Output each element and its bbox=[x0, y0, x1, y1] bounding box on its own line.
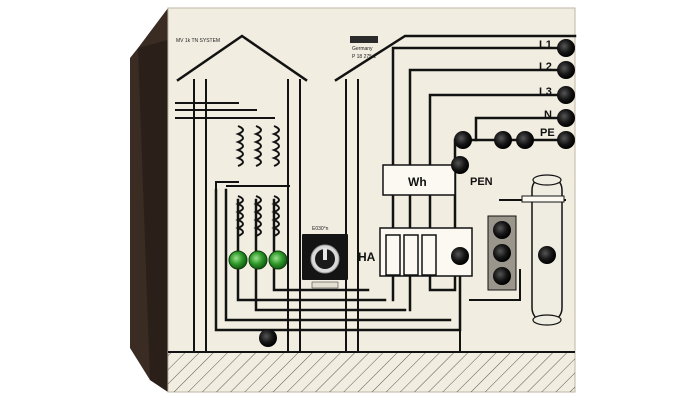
rotary-switch[interactable]: E030°n bbox=[302, 226, 348, 289]
brand-sub1: Germany bbox=[352, 46, 373, 52]
label-pen: PEN bbox=[470, 176, 493, 188]
label-n: N bbox=[544, 109, 552, 121]
terminal-labels: L1 L2 L3 N PE PEN bbox=[470, 39, 555, 188]
switch-label: E030°n bbox=[312, 226, 329, 232]
label-l3: L3 bbox=[539, 86, 552, 98]
socket-pen[interactable] bbox=[451, 156, 469, 174]
socket-pe-2[interactable] bbox=[516, 131, 534, 149]
transformer-coils bbox=[226, 125, 290, 237]
socket-pen-top[interactable] bbox=[454, 131, 472, 149]
socket-block-1[interactable] bbox=[493, 221, 511, 239]
socket-block-3[interactable] bbox=[493, 267, 511, 285]
indicator-leds bbox=[228, 250, 288, 270]
brand-sub2: P 18 275.1 bbox=[352, 54, 376, 60]
socket-pe[interactable] bbox=[557, 131, 575, 149]
socket-block-2[interactable] bbox=[493, 244, 511, 262]
meter-label: Wh bbox=[408, 175, 427, 189]
led-3 bbox=[268, 250, 288, 270]
header-left-label: MV 1k TN SYSTEM bbox=[176, 38, 220, 44]
led-1 bbox=[228, 250, 248, 270]
socket-ha-out[interactable] bbox=[451, 247, 469, 265]
brand-logo bbox=[350, 36, 378, 43]
ha-label: HA bbox=[358, 250, 376, 264]
sockets bbox=[259, 39, 575, 347]
label-pe: PE bbox=[540, 127, 555, 139]
socket-pe-3[interactable] bbox=[494, 131, 512, 149]
socket-ground-bottom[interactable] bbox=[259, 329, 277, 347]
socket-l2[interactable] bbox=[557, 61, 575, 79]
ground-symbol bbox=[168, 351, 575, 392]
socket-l3[interactable] bbox=[557, 86, 575, 104]
socket-earth[interactable] bbox=[538, 246, 556, 264]
wiring bbox=[175, 34, 577, 353]
socket-n[interactable] bbox=[557, 109, 575, 127]
label-l2: L2 bbox=[539, 61, 552, 73]
led-2 bbox=[248, 250, 268, 270]
energy-meter: Wh bbox=[382, 164, 456, 196]
label-l1: L1 bbox=[539, 39, 552, 51]
socket-l1[interactable] bbox=[557, 39, 575, 57]
